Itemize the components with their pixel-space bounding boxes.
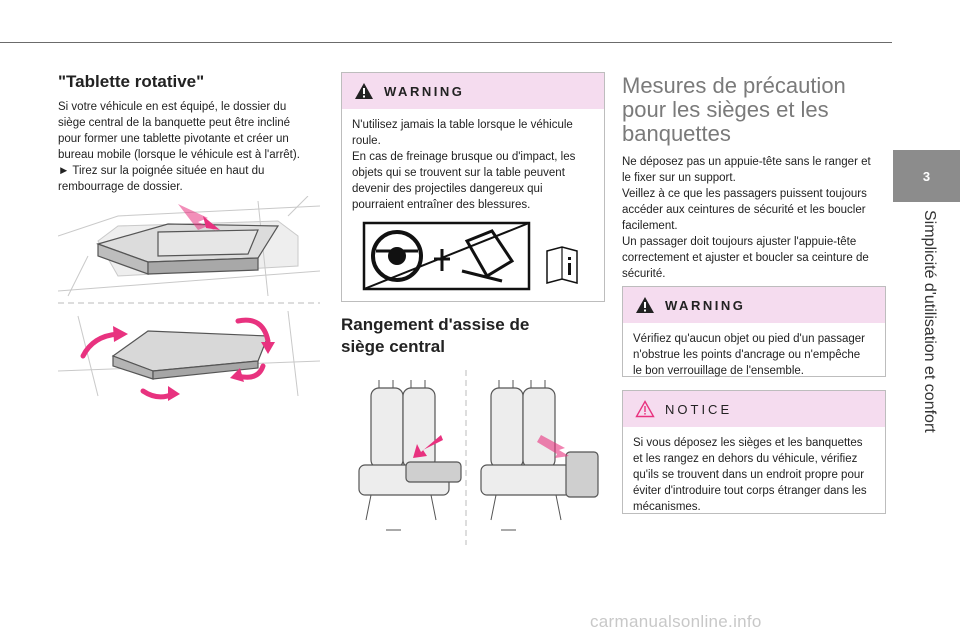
text-line: devenir des projectiles dangereux qui — [352, 183, 543, 195]
warning-triangle-icon — [636, 297, 654, 313]
text-line: objets qui se trouvent sur la table peuv… — [352, 167, 565, 179]
precautions-title-line2: pour les sièges et les — [622, 97, 829, 122]
chapter-title: Simplicité d'utilisation et confort — [893, 210, 960, 440]
warning-triangle-icon — [355, 83, 373, 99]
driving-table-prohibited-icon — [362, 221, 578, 291]
notice-triangle-icon — [635, 400, 655, 418]
header-rule — [0, 42, 892, 43]
text-line: Ne déposez pas un appuie-tête sans le ra… — [622, 156, 871, 168]
text-line: qu'ils se trouvent dans un endroit propr… — [633, 469, 865, 481]
storage-heading-block: Rangement d'assise de siège central — [341, 314, 603, 358]
info-book-icon — [546, 246, 578, 284]
chapter-title-text: Simplicité d'utilisation et confort — [921, 210, 938, 433]
warning-box-table: WARNING N'utilisez jamais la table lorsq… — [341, 72, 605, 302]
text-line: pour former une tablette pivotante et cr… — [58, 133, 289, 145]
text-line: Si votre véhicule en est équipé, le doss… — [58, 101, 287, 113]
text-line: n'obstrue les points d'ancrage ou n'empê… — [633, 349, 861, 361]
precautions-block: Mesures de précaution pour les sièges et… — [622, 74, 892, 282]
text-line: roule. — [352, 135, 381, 147]
text-line: pourraient entraîner des blessures. — [352, 199, 531, 211]
warning-body: N'utilisez jamais la table lorsque le vé… — [342, 109, 604, 219]
watermark: carmanualsonline.info — [590, 612, 762, 631]
no-table-driving-pictogram — [362, 221, 592, 296]
text-line: facilement. — [622, 220, 678, 232]
text-line: sécurité. — [622, 268, 666, 280]
text-line: le fixer sur un support. — [622, 172, 736, 184]
precautions-title-line3: banquettes — [622, 121, 731, 146]
chapter-sidebar — [893, 0, 960, 640]
section-heading-rangement: Rangement d'assise de — [341, 315, 530, 334]
text-line: N'utilisez jamais la table lorsque le vé… — [352, 119, 573, 131]
text-line: ► Tirez sur la poignée située en haut du — [58, 165, 265, 177]
warning-title: WARNING — [665, 297, 746, 313]
text-line: rembourrage de dossier. — [58, 181, 183, 193]
tablette-paragraph: Si votre véhicule en est équipé, le doss… — [58, 99, 328, 195]
rotating-table-illustration — [57, 195, 321, 414]
warning-body: Vérifiez qu'aucun objet ou pied d'un pas… — [623, 323, 885, 385]
notice-title: NOTICE — [665, 401, 733, 417]
warning-header: WARNING — [342, 73, 604, 109]
text-line: Veillez à ce que les passagers puissent … — [622, 188, 867, 200]
warning-box-anchorage: WARNING Vérifiez qu'aucun objet ou pied … — [622, 286, 886, 377]
notice-header: NOTICE — [623, 391, 885, 427]
seat-storage-illustration — [341, 370, 603, 545]
notice-box: NOTICE Si vous déposez les sièges et les… — [622, 390, 886, 514]
text-line: Vérifiez qu'aucun objet ou pied d'un pas… — [633, 333, 865, 345]
text-line: siège central de la banquette peut être … — [58, 117, 291, 129]
seat-storage-drawing — [358, 370, 599, 545]
notice-body: Si vous déposez les sièges et les banque… — [623, 427, 885, 521]
rotating-table-drawing — [57, 195, 321, 401]
precautions-paragraph: Ne déposez pas un appuie-tête sans le ra… — [622, 154, 892, 282]
text-line: En cas de freinage brusque ou d'impact, … — [352, 151, 576, 163]
chapter-tab[interactable]: 3 — [893, 150, 960, 202]
text-line: et les rangez en dehors du véhicule, vér… — [633, 453, 858, 465]
warning-header: WARNING — [623, 287, 885, 323]
precautions-title: Mesures de précaution — [622, 73, 846, 98]
text-line: mécanismes. — [633, 501, 701, 513]
text-line: le bon verrouillage de l'ensemble. — [633, 365, 804, 377]
text-line: Si vous déposez les sièges et les banque… — [633, 437, 863, 449]
text-line: bureau mobile (lorsque le véhicule est à… — [58, 149, 300, 161]
warning-title: WARNING — [384, 83, 465, 99]
text-line: éviter d'introduire tout corps étranger … — [633, 485, 867, 497]
text-line: Un passager doit toujours ajuster l'appu… — [622, 236, 857, 248]
steering-wheel-icon — [371, 230, 423, 282]
section-heading-rangement-line2: siège central — [341, 337, 445, 356]
section-heading-tablette: "Tablette rotative" — [58, 72, 205, 91]
left-column: "Tablette rotative" Si votre véhicule en… — [58, 72, 328, 195]
text-line: accéder aux ceintures de sécurité et les… — [622, 204, 866, 216]
text-line: correctement et ajuster et boucler sa ce… — [622, 252, 869, 264]
